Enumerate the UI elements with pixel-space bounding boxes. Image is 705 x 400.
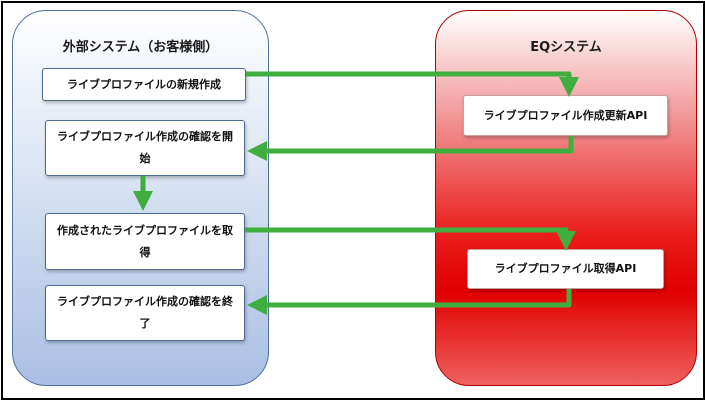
- step-get-created-profile: 作成されたライブプロファイルを取得: [45, 213, 245, 270]
- api-get-label: ライブプロファイル取得API: [494, 262, 637, 275]
- arrow-get-created-to-get-api: [245, 227, 576, 251]
- step-new-profile: ライブプロファイルの新規作成: [42, 68, 246, 101]
- eq-system-title: EQシステム: [530, 40, 602, 55]
- arrow-get-api-to-confirm-end: [247, 289, 572, 315]
- step-confirm-end-label: ライブプロファイル作成の確認を終了: [57, 295, 233, 330]
- api-create-update: ライブプロファイル作成更新API: [463, 95, 668, 136]
- arrow-new-to-create-api: [246, 71, 579, 97]
- api-create-update-label: ライブプロファイル作成更新API: [483, 108, 648, 122]
- step-confirm-start: ライブプロファイル作成の確認を開始: [45, 120, 245, 176]
- step-new-profile-label: ライブプロファイルの新規作成: [67, 77, 221, 91]
- step-get-created-profile-label: 作成されたライブプロファイルを取得: [57, 223, 233, 259]
- external-system-title: 外部システム（お客様側）: [62, 40, 219, 55]
- step-confirm-end: ライブプロファイル作成の確認を終了: [45, 285, 245, 341]
- arrow-create-api-to-confirm-start: [247, 136, 574, 161]
- step-confirm-start-label: ライブプロファイル作成の確認を開始: [57, 130, 233, 165]
